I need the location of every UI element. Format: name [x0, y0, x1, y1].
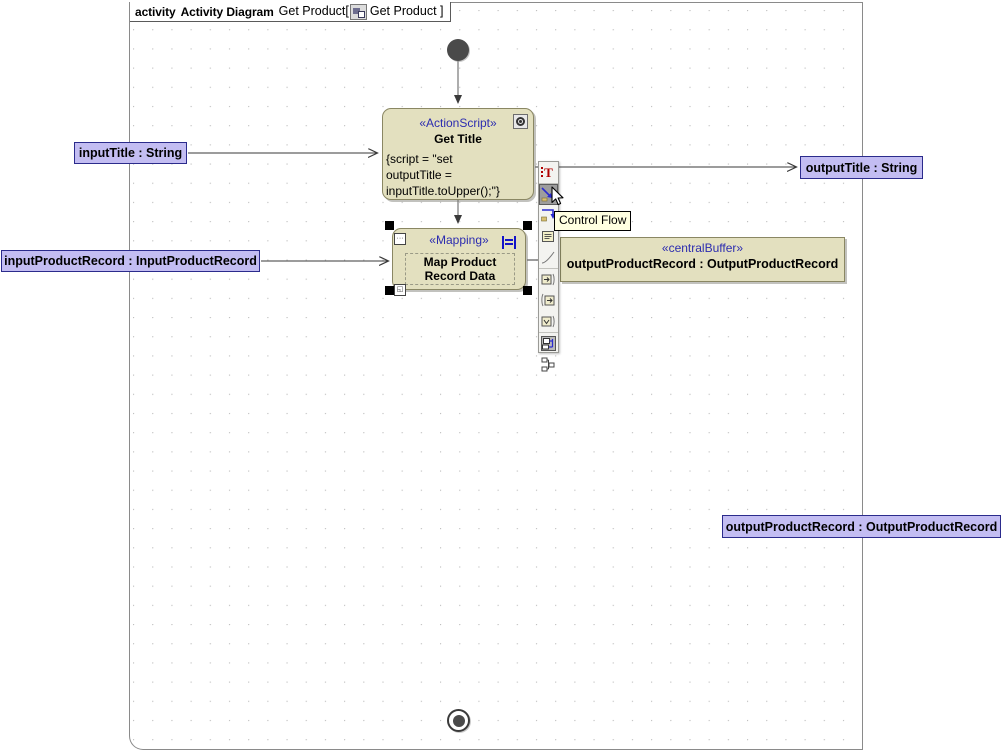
note-anchor-icon — [541, 250, 556, 265]
actionscript-badge-icon — [513, 114, 528, 129]
action-node-get-title[interactable]: «ActionScript» Get Title {script = "set … — [382, 108, 534, 200]
get-title-name: Get Title — [434, 132, 482, 147]
buffer-stereotype: «centralBuffer» — [661, 241, 744, 255]
mapping-badge-icon — [501, 236, 517, 249]
palette-item-note-anchor-tool[interactable] — [539, 247, 558, 268]
palette-item-input-pin-tool[interactable] — [539, 269, 558, 290]
diagram-palette[interactable]: T — [538, 161, 559, 372]
frame-header-label[interactable]: activity Activity Diagram Get Product[ G… — [130, 2, 451, 22]
frame-qualified-name: Get Product ] — [369, 4, 444, 19]
get-title-script: {script = "set outputTitle = inputTitle.… — [386, 151, 500, 199]
expansion-region-icon — [541, 336, 556, 351]
text-T-icon: T — [541, 165, 556, 180]
frame-top-border — [129, 2, 863, 3]
note-icon — [541, 229, 556, 244]
mapping-inner-frame: Map Product Record Data — [405, 253, 515, 285]
selection-handle-bottom-left[interactable] — [385, 286, 394, 295]
palette-item-text-tool[interactable]: T — [539, 162, 558, 183]
selection-handle-top-left[interactable] — [385, 221, 394, 230]
frame-name: Get Product[ — [278, 4, 349, 19]
palette-item-value-pin-tool[interactable] — [539, 311, 558, 332]
control-flow-icon — [541, 187, 556, 202]
activity-parameter-output-product-record[interactable]: outputProductRecord : OutputProductRecor… — [722, 515, 1001, 538]
frame-keyword: activity — [135, 4, 176, 19]
palette-item-structured-node-tool[interactable] — [539, 354, 558, 375]
palette-item-expansion-region-tool[interactable] — [539, 333, 558, 354]
value-pin-icon — [541, 314, 556, 329]
frame-type-label: Activity Diagram — [180, 4, 274, 19]
initial-node[interactable] — [447, 39, 469, 61]
buffer-name: outputProductRecord : OutputProductRecor… — [566, 257, 839, 272]
palette-item-output-pin-tool[interactable] — [539, 290, 558, 311]
output-pin-icon — [541, 293, 556, 308]
get-title-stereotype: «ActionScript» — [419, 116, 497, 130]
activity-parameter-output-title[interactable]: outputTitle : String — [800, 156, 923, 179]
input-pin-icon — [541, 272, 556, 287]
mapping-name: Map Product Record Data — [423, 254, 497, 283]
mapping-stereotype: «Mapping» — [429, 233, 489, 247]
activity-final-node[interactable] — [447, 709, 470, 732]
mapping-subdiagram-badge-icon[interactable]: ◱ — [394, 284, 406, 296]
palette-divider — [539, 332, 558, 333]
activity-parameter-input-product-record[interactable]: inputProductRecord : InputProductRecord — [1, 250, 260, 272]
selection-handle-bottom-right[interactable] — [523, 286, 532, 295]
action-node-mapping[interactable]: «Mapping» Map Product Record Data — [392, 228, 526, 290]
central-buffer-node[interactable]: «centralBuffer» outputProductRecord : Ou… — [560, 237, 845, 282]
selection-handle-top-right[interactable] — [523, 221, 532, 230]
palette-divider — [539, 183, 558, 184]
mapping-properties-badge-icon[interactable]: ··· — [394, 233, 406, 245]
palette-divider — [539, 268, 558, 269]
activity-diagram-icon — [349, 3, 367, 20]
palette-item-note-tool[interactable] — [539, 226, 558, 247]
tooltip-control-flow: Control Flow — [554, 211, 632, 231]
structured-node-icon — [541, 357, 556, 372]
palette-item-control-flow-tool[interactable] — [539, 184, 558, 205]
activity-parameter-input-title[interactable]: inputTitle : String — [74, 142, 187, 164]
